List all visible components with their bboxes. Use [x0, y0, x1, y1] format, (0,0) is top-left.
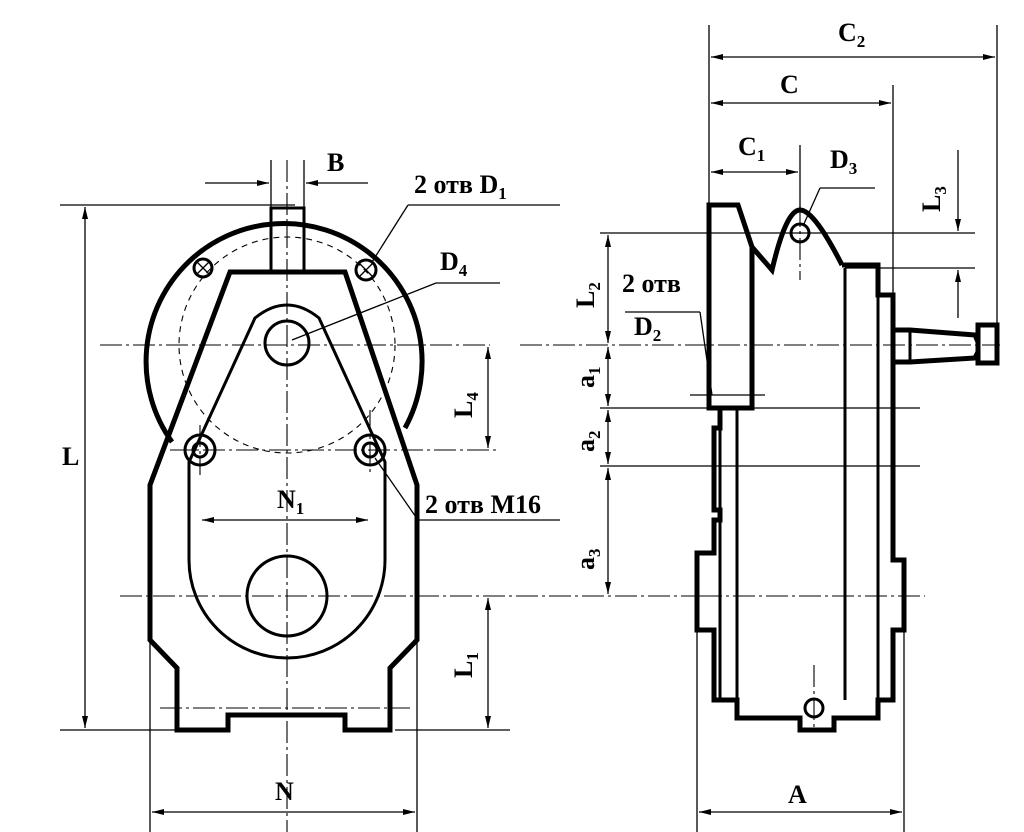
- input-shaft-bore: [263, 319, 311, 367]
- d3-leader: [802, 187, 821, 227]
- front-view: L L1 L4 B N N1 D4 2 отв D1 2 отв M16: [60, 148, 700, 832]
- label-D3: D3: [830, 145, 857, 178]
- bolt-circle: [178, 236, 396, 454]
- side-body: [694, 262, 907, 733]
- label-a3: a3: [571, 549, 604, 571]
- housing-pocket: [187, 303, 387, 660]
- label-a1: a1: [571, 367, 604, 389]
- d2-leader: [699, 311, 713, 396]
- d1-leader: [371, 204, 409, 263]
- front-flange-circle: [143, 221, 425, 444]
- side-view: C2 C C1 D3 L3 L2 a1 a2 a3 A 2 отв D2: [520, 18, 1000, 832]
- label-N: N: [275, 777, 294, 806]
- d1-hole-left: [192, 257, 214, 279]
- label-L: L: [62, 442, 79, 471]
- label-L4: L4: [449, 392, 482, 418]
- callout-holes-d1: 2 отв D1: [414, 170, 507, 203]
- label-a2: a2: [571, 431, 604, 453]
- input-shaft-stub: [893, 327, 981, 365]
- label-A: A: [788, 780, 807, 809]
- label-L1: L1: [449, 652, 482, 678]
- callout-holes-m16: 2 отв M16: [425, 490, 541, 519]
- label-C2: C2: [838, 18, 865, 51]
- label-C1: C1: [738, 132, 765, 165]
- label-L3: L3: [917, 186, 950, 212]
- d4-leader: [291, 282, 437, 341]
- callout-holes-d2-line1: 2 отв: [622, 269, 681, 298]
- label-D4: D4: [440, 247, 468, 280]
- label-N1: N1: [277, 485, 304, 518]
- shaft-end: [975, 322, 1000, 366]
- side-flange: [706, 202, 755, 411]
- label-B: B: [327, 148, 344, 177]
- m16-leader: [374, 457, 419, 521]
- callout-holes-d2-line2: D2: [634, 312, 661, 345]
- label-L2: L2: [571, 282, 604, 308]
- housing-outline: [147, 269, 420, 733]
- label-C: C: [780, 70, 799, 99]
- d1-hole-right: [354, 258, 378, 282]
- output-shaft-bore: [245, 554, 329, 638]
- shaft-key: [269, 206, 306, 274]
